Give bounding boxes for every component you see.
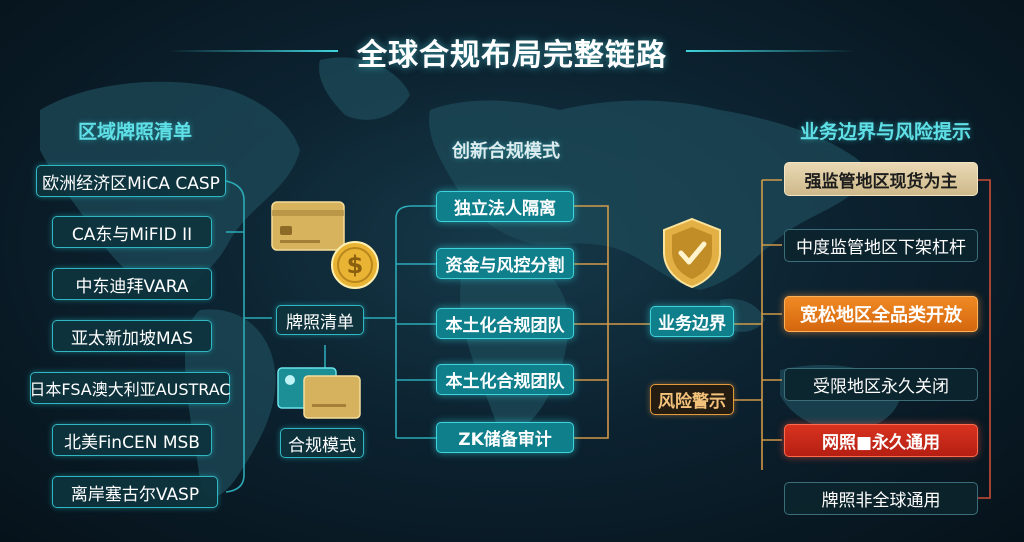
license-item-vasp[interactable]: 离岸塞古尔VASP — [52, 476, 218, 508]
risk-item-strict-region[interactable]: 强监管地区现货为主 — [784, 162, 978, 196]
teal-card-icon — [277, 367, 361, 419]
right-heading: 业务边界与风险提示 — [800, 121, 972, 143]
license-item-mifid[interactable]: CA东与MiFID II — [52, 216, 212, 248]
gold-card-icon — [271, 201, 345, 251]
svg-text:$: $ — [347, 251, 364, 279]
risk-item-moderate-region[interactable]: 中度监管地区下架杠杆 — [784, 229, 978, 262]
license-item-mas[interactable]: 亚太新加坡MAS — [52, 320, 212, 352]
center-heading: 创新合规模式 — [452, 141, 560, 162]
mode-item-zk-audit[interactable]: ZK储备审计 — [436, 422, 574, 453]
risk-item-license-permanent[interactable]: 网照■永久通用 — [784, 424, 978, 457]
mode-item-local-team-2[interactable]: 本土化合规团队 — [436, 364, 574, 395]
title-line-right — [686, 50, 856, 52]
business-boundary-node[interactable]: 业务边界 — [650, 306, 734, 337]
gold-shield-check-icon — [663, 217, 721, 289]
hub-compliance-mode[interactable]: 合规模式 — [280, 428, 364, 458]
license-item-eea[interactable]: 欧洲经济区MiCA CASP — [36, 165, 226, 197]
dollar-coin-icon: $ — [331, 241, 379, 289]
license-item-fsa-austrac[interactable]: 日本FSA澳大利亚AUSTRAC — [29, 372, 231, 404]
risk-item-license-not-global[interactable]: 牌照非全球通用 — [784, 482, 978, 515]
hub-license-list[interactable]: 牌照清单 — [276, 305, 364, 335]
license-item-fincen[interactable]: 北美FinCEN MSB — [52, 424, 212, 456]
mode-item-entity-isolation[interactable]: 独立法人隔离 — [436, 191, 574, 222]
risk-item-loose-region[interactable]: 宽松地区全品类开放 — [784, 296, 978, 332]
license-item-vara[interactable]: 中东迪拜VARA — [52, 268, 212, 300]
page-title: 全球合规布局完整链路 — [357, 38, 667, 73]
risk-warning-node[interactable]: 风险警示 — [650, 384, 734, 415]
mode-item-fund-risk-split[interactable]: 资金与风控分割 — [436, 248, 574, 279]
title-line-left — [168, 50, 338, 52]
mode-item-local-team-1[interactable]: 本土化合规团队 — [436, 308, 574, 339]
risk-item-restricted-region[interactable]: 受限地区永久关闭 — [784, 368, 978, 401]
title-area: 全球合规布局完整链路 — [0, 30, 1024, 76]
left-heading: 区域牌照清单 — [78, 121, 193, 143]
